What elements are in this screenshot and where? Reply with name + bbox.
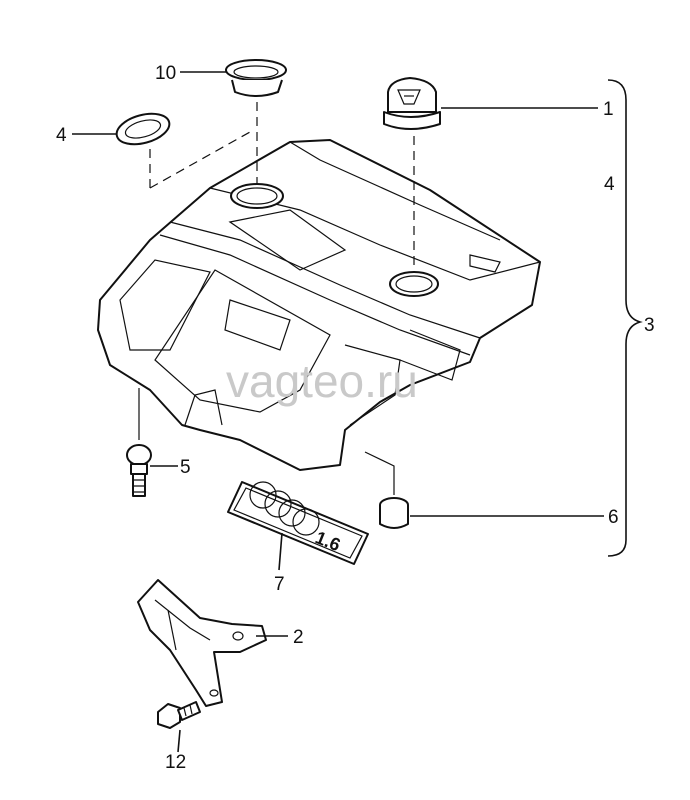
part-7-emblem: 1.6 (227, 481, 369, 565)
callout-5: 5 (180, 457, 191, 478)
callout-labels: 10 4 1 4 3 5 6 7 2 12 (56, 63, 655, 773)
part-6-bush (379, 497, 409, 529)
callout-4-grommet: 4 (56, 125, 67, 146)
assembly-lines (138, 102, 415, 495)
part-4-grommet (115, 112, 171, 146)
callout-leaders (72, 71, 643, 753)
part-10-cap (225, 59, 287, 97)
part-2-bracket (137, 579, 267, 707)
part-5-ball-stud (126, 444, 152, 497)
callout-12: 12 (165, 752, 186, 773)
part-12-bolt (157, 701, 201, 729)
part-1-filler-cap (383, 77, 441, 130)
callout-2: 2 (293, 627, 304, 648)
callout-10: 10 (155, 63, 176, 84)
watermark: vagteo.ru (226, 355, 418, 407)
callout-4-group: 4 (604, 174, 615, 195)
callout-3: 3 (644, 315, 655, 336)
engine-cover (97, 139, 541, 471)
callout-1: 1 (603, 99, 614, 120)
callout-7: 7 (274, 574, 285, 595)
callout-6: 6 (608, 507, 619, 528)
